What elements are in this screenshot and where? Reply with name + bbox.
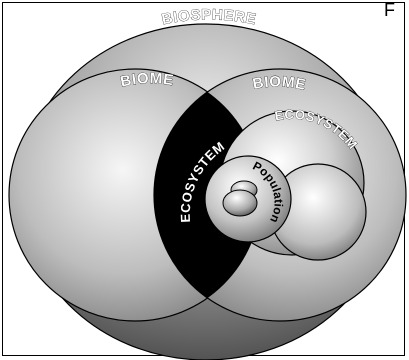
corner-text: F <box>384 1 395 19</box>
organism-sphere-front <box>223 190 257 216</box>
